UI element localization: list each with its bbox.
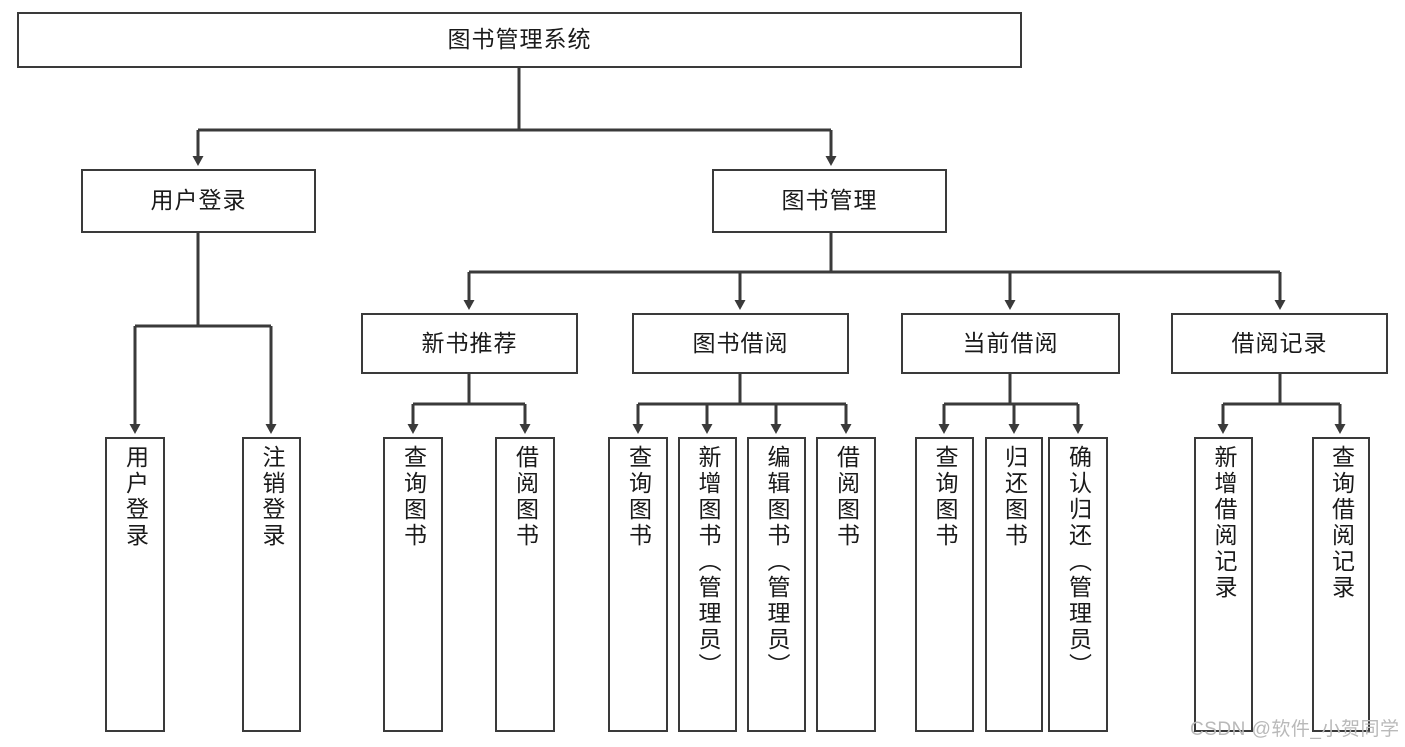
node-borrow-record[interactable]: 借阅记录 xyxy=(1171,313,1388,374)
node-label: 借阅记录 xyxy=(1231,329,1328,356)
node-label: 用户登录 xyxy=(122,445,149,549)
leaf-borrow-record-add-record[interactable]: 新增借阅记录 xyxy=(1194,437,1253,732)
node-label: 查询图书 xyxy=(932,445,958,549)
node-book-borrow[interactable]: 图书借阅 xyxy=(632,313,849,374)
leaf-borrow-record-query-record[interactable]: 查询借阅记录 xyxy=(1312,437,1370,732)
node-label: 查询借阅记录 xyxy=(1328,445,1355,601)
leaf-current-borrow-confirm-return-admin[interactable]: 确认归还（管理员） xyxy=(1048,437,1108,732)
node-label: 用户登录 xyxy=(150,187,247,214)
node-label: 借阅图书 xyxy=(833,445,860,549)
node-label: 归还图书 xyxy=(1001,445,1028,549)
node-label: 确认归还（管理员） xyxy=(1065,445,1092,679)
leaf-user-login-login[interactable]: 用户登录 xyxy=(105,437,165,732)
node-user-login[interactable]: 用户登录 xyxy=(81,169,316,233)
node-label: 新增借阅记录 xyxy=(1211,445,1237,601)
node-label: 图书管理 xyxy=(781,187,878,214)
node-label: 查询图书 xyxy=(625,445,652,549)
leaf-book-borrow-query-book[interactable]: 查询图书 xyxy=(608,437,668,732)
node-root-book-management-system[interactable]: 图书管理系统 xyxy=(17,12,1022,68)
csdn-watermark: CSDN @软件_小贺同学 xyxy=(1190,719,1400,740)
leaf-book-borrow-borrow-book[interactable]: 借阅图书 xyxy=(816,437,876,732)
leaf-new-book-borrow-book[interactable]: 借阅图书 xyxy=(495,437,555,732)
node-book-management[interactable]: 图书管理 xyxy=(712,169,947,233)
leaf-current-borrow-query-book[interactable]: 查询图书 xyxy=(915,437,974,732)
node-label: 新增图书（管理员） xyxy=(695,445,721,679)
leaf-new-book-query-book[interactable]: 查询图书 xyxy=(383,437,443,732)
node-label: 图书管理系统 xyxy=(447,26,592,53)
node-current-borrow[interactable]: 当前借阅 xyxy=(901,313,1120,374)
node-label: 新书推荐 xyxy=(421,329,518,356)
leaf-book-borrow-edit-book-admin[interactable]: 编辑图书（管理员） xyxy=(747,437,806,732)
leaf-current-borrow-return-book[interactable]: 归还图书 xyxy=(985,437,1043,732)
leaf-book-borrow-add-book-admin[interactable]: 新增图书（管理员） xyxy=(678,437,737,732)
node-label: 借阅图书 xyxy=(512,445,539,549)
node-label: 注销登录 xyxy=(259,445,285,549)
node-label: 编辑图书（管理员） xyxy=(764,445,790,679)
leaf-user-login-logout[interactable]: 注销登录 xyxy=(242,437,301,732)
node-label: 图书借阅 xyxy=(692,329,789,356)
node-new-book-recommend[interactable]: 新书推荐 xyxy=(361,313,578,374)
node-label: 当前借阅 xyxy=(962,329,1059,356)
node-label: 查询图书 xyxy=(400,445,427,549)
